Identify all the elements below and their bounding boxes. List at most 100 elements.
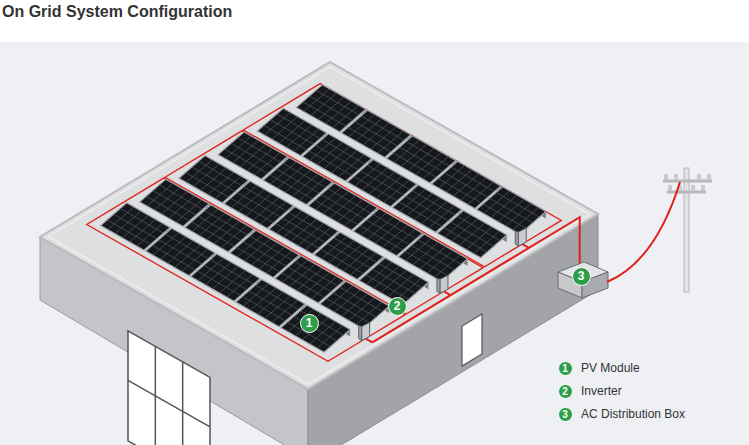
insulator [664,174,668,180]
pv-cell-line [249,236,292,261]
pv-cell-line [282,218,325,243]
insulator [701,185,705,191]
pv-cell-line [373,214,416,239]
pv-cell-line [288,267,331,292]
pv-cell-line [289,212,332,237]
callout-number: 3 [558,407,573,422]
dc-wiring [243,84,561,267]
insulator [691,185,695,191]
pv-cell-line [210,260,253,285]
insulator [674,174,678,180]
pv-cell-line [399,147,442,172]
dc-wiring [165,131,483,314]
pv-cell-line [159,185,202,210]
pv-cell-line [283,163,326,188]
callout-number: 3 [572,267,591,286]
building-window [128,331,210,445]
inverter-box [518,228,526,246]
insulator [668,185,672,191]
pv-cell-line [107,220,150,245]
page-title: On Grid System Configuration [2,3,232,21]
pv-cell-line [120,208,163,233]
pv-cell-line [237,192,280,217]
pv-cell-line [198,161,241,186]
pv-cell-line [165,234,208,259]
legend-text: Inverter [581,383,622,399]
legend-text: PV Module [581,360,640,376]
inverter-link [444,291,451,295]
pv-cell-line [327,244,370,269]
pv-cell-line [412,191,455,216]
dc-wiring [87,178,405,361]
pv-cell-line [255,285,298,310]
pv-cell-line [361,116,404,141]
pv-cell-line [153,191,196,216]
pv-cell-line [192,167,235,192]
roof-parapet [48,67,589,384]
pv-cell-line [360,171,403,196]
pv-cell-line [243,187,286,212]
pv-cell-line [114,214,157,239]
pv-module [281,305,351,352]
pv-cell-line [277,114,320,139]
building-roof [40,62,598,389]
pv-cell-line [295,313,321,336]
inverter-side [515,231,518,246]
pv-cell-line [411,245,454,270]
pole-crossarm [667,191,706,194]
pv-cell-line [322,140,365,165]
pv-cell-line [418,240,461,265]
pv-cell-line [379,263,422,288]
pv-cell-line [339,287,382,312]
pv-cell-line [328,189,371,214]
pv-cell-line [367,165,410,190]
pv-cell-line [457,216,500,241]
callout-number: 1 [558,361,573,376]
grid-cable [607,182,680,282]
pv-cell-line [444,173,487,198]
pv-cell-line [496,192,539,217]
inverter-box [440,275,448,293]
pv-cell-line [354,122,397,147]
building-door [462,314,482,366]
pv-cell-line [238,138,281,163]
pv-cell-line [159,240,202,265]
pv-cell-line [316,90,359,115]
pv-cell-line [204,210,247,235]
pv-cell-line [372,269,415,294]
pv-cell-line [366,220,409,245]
pv-cell-line [276,169,319,194]
pv-cell-line [270,120,313,145]
legend-text: AC Distribution Box [581,406,685,422]
inverter-box [362,323,370,341]
pv-cell-line [198,216,241,241]
pv-cell-line [451,167,494,192]
pv-cell-line [294,261,337,286]
pv-cell-line [204,265,247,290]
pv-cell-line [333,293,376,318]
insulator [707,174,711,180]
pv-cell-line [334,238,377,263]
callout-number: 2 [558,384,573,399]
pv-cell-line [309,96,352,121]
pv-cell-line [315,145,358,170]
utility-pole [684,168,689,292]
callout-number: 2 [388,297,407,316]
pole-crossarm [663,180,712,183]
inverter-side [359,326,362,341]
pv-cell-line [300,311,343,336]
pv-cell-line [243,242,286,267]
callout-number: 1 [300,314,319,333]
inverter-link [366,339,373,343]
pv-cell-line [489,198,532,223]
window-frame [182,362,184,445]
pv-cell-line [197,271,240,296]
pv-cell-line [249,291,292,316]
pv-cell-line [406,141,449,166]
pv-cell-line [152,245,195,270]
inverter-link [522,244,529,248]
insulator [697,174,701,180]
window-frame [128,380,210,427]
